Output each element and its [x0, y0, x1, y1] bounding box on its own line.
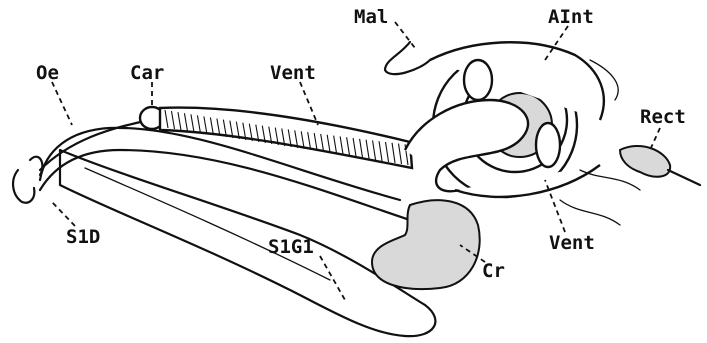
salivary-gland	[60, 150, 435, 336]
coiled-intestine	[405, 42, 604, 197]
label-anterior-intestine: AInt	[548, 8, 594, 27]
leader-sigi	[320, 256, 345, 300]
label-ventriculus-upper: Vent	[270, 64, 316, 83]
label-salivary-duct: S1D	[66, 228, 100, 247]
label-salivary-gland: S1G1	[268, 238, 314, 257]
label-crop: Cr	[482, 262, 505, 281]
salivary-gland-inner-line	[85, 168, 330, 280]
label-malpighian-tubules: Mal	[354, 8, 388, 27]
rectum-tail	[668, 170, 700, 185]
label-ventriculus-lower: Vent	[549, 234, 595, 253]
label-cardia: Car	[130, 64, 164, 83]
malpighian-tubule	[385, 42, 430, 74]
leader-mal	[395, 22, 415, 48]
leader-sid	[50, 200, 75, 226]
leader-oe	[52, 82, 72, 125]
mouthparts	[13, 157, 42, 203]
label-rectum: Rect	[640, 108, 686, 127]
label-oesophagus: Oe	[36, 64, 59, 83]
leader-rect	[650, 128, 660, 150]
rectum	[620, 146, 670, 177]
